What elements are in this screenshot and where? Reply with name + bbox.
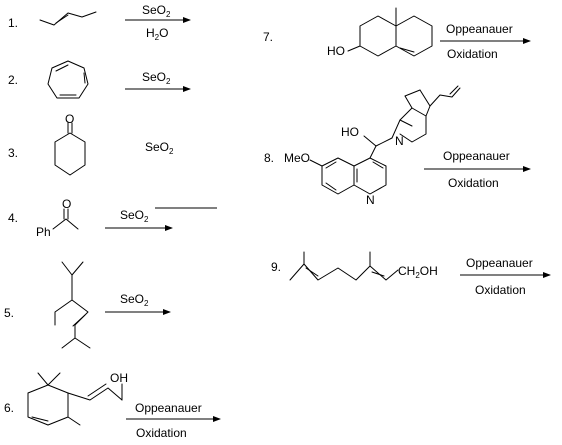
problem-6-number: 6. (4, 401, 14, 415)
problem-7-number: 7. (263, 30, 273, 44)
problem-4-number: 4. (8, 211, 18, 225)
problem-8-substituent: HO (341, 125, 359, 139)
problem-7-substituent: HO (327, 44, 345, 58)
problem-4-substituent: Ph (36, 225, 51, 239)
problem-9-reagent: Oppeanauer (466, 256, 533, 270)
problem-8-prefix: MeO (284, 151, 310, 165)
problem-5-structure-alkene (54, 261, 91, 349)
problem-4-structure-acetophenone: O Ph (36, 197, 79, 239)
problem-7-condition: Oxidation (447, 47, 498, 61)
problem-2-reagent: SeO2 (142, 70, 171, 86)
problem-8-number: 8. (264, 151, 274, 165)
svg-text:O: O (65, 112, 74, 126)
problem-7-reagent: Oppeanauer (446, 22, 513, 36)
problem-4-arrow (105, 207, 217, 231)
problem-5-reagent: SeO2 (120, 292, 149, 308)
problem-3-number: 3. (8, 146, 18, 160)
problem-8-condition: Oxidation (448, 176, 499, 190)
problem-9-condition: Oxidation (475, 283, 526, 297)
problem-7-structure-octalol: HO (327, 7, 433, 58)
problem-1-number: 1. (8, 16, 18, 30)
problem-8-heteroatom: N (366, 193, 375, 207)
problem-9-structure-geraniol: CH2OH (289, 251, 438, 281)
problem-9-substituent: CH2OH (398, 264, 438, 280)
problem-1-reagent: SeO2 (142, 3, 171, 19)
problem-2-number: 2. (8, 73, 18, 87)
problem-3-reagent: SeO2 (145, 140, 174, 156)
problem-1-structure-pent-2-ene (39, 11, 97, 26)
problem-6-substituent: OH (110, 371, 128, 385)
problem-1-condition: H2O (146, 26, 168, 42)
problem-2-structure-cycloheptatriene (47, 60, 89, 99)
problem-8-structure-quinine: N HO N (309, 85, 461, 207)
problem-5-number: 5. (4, 306, 14, 320)
problem-9-number: 9. (271, 260, 281, 274)
problem-6-structure-ionol: OH (27, 371, 128, 426)
problem-4-reagent: SeO2 (120, 208, 149, 224)
problem-6-condition: Oxidation (136, 426, 187, 440)
problem-8-amine: N (395, 134, 404, 148)
problem-3-structure-cyclohexanone: O (54, 112, 86, 176)
problem-8-reagent: Oppeanauer (443, 149, 510, 163)
problem-4-heteroatom: O (62, 197, 71, 211)
problem-6-reagent: Oppeanauer (135, 401, 202, 415)
